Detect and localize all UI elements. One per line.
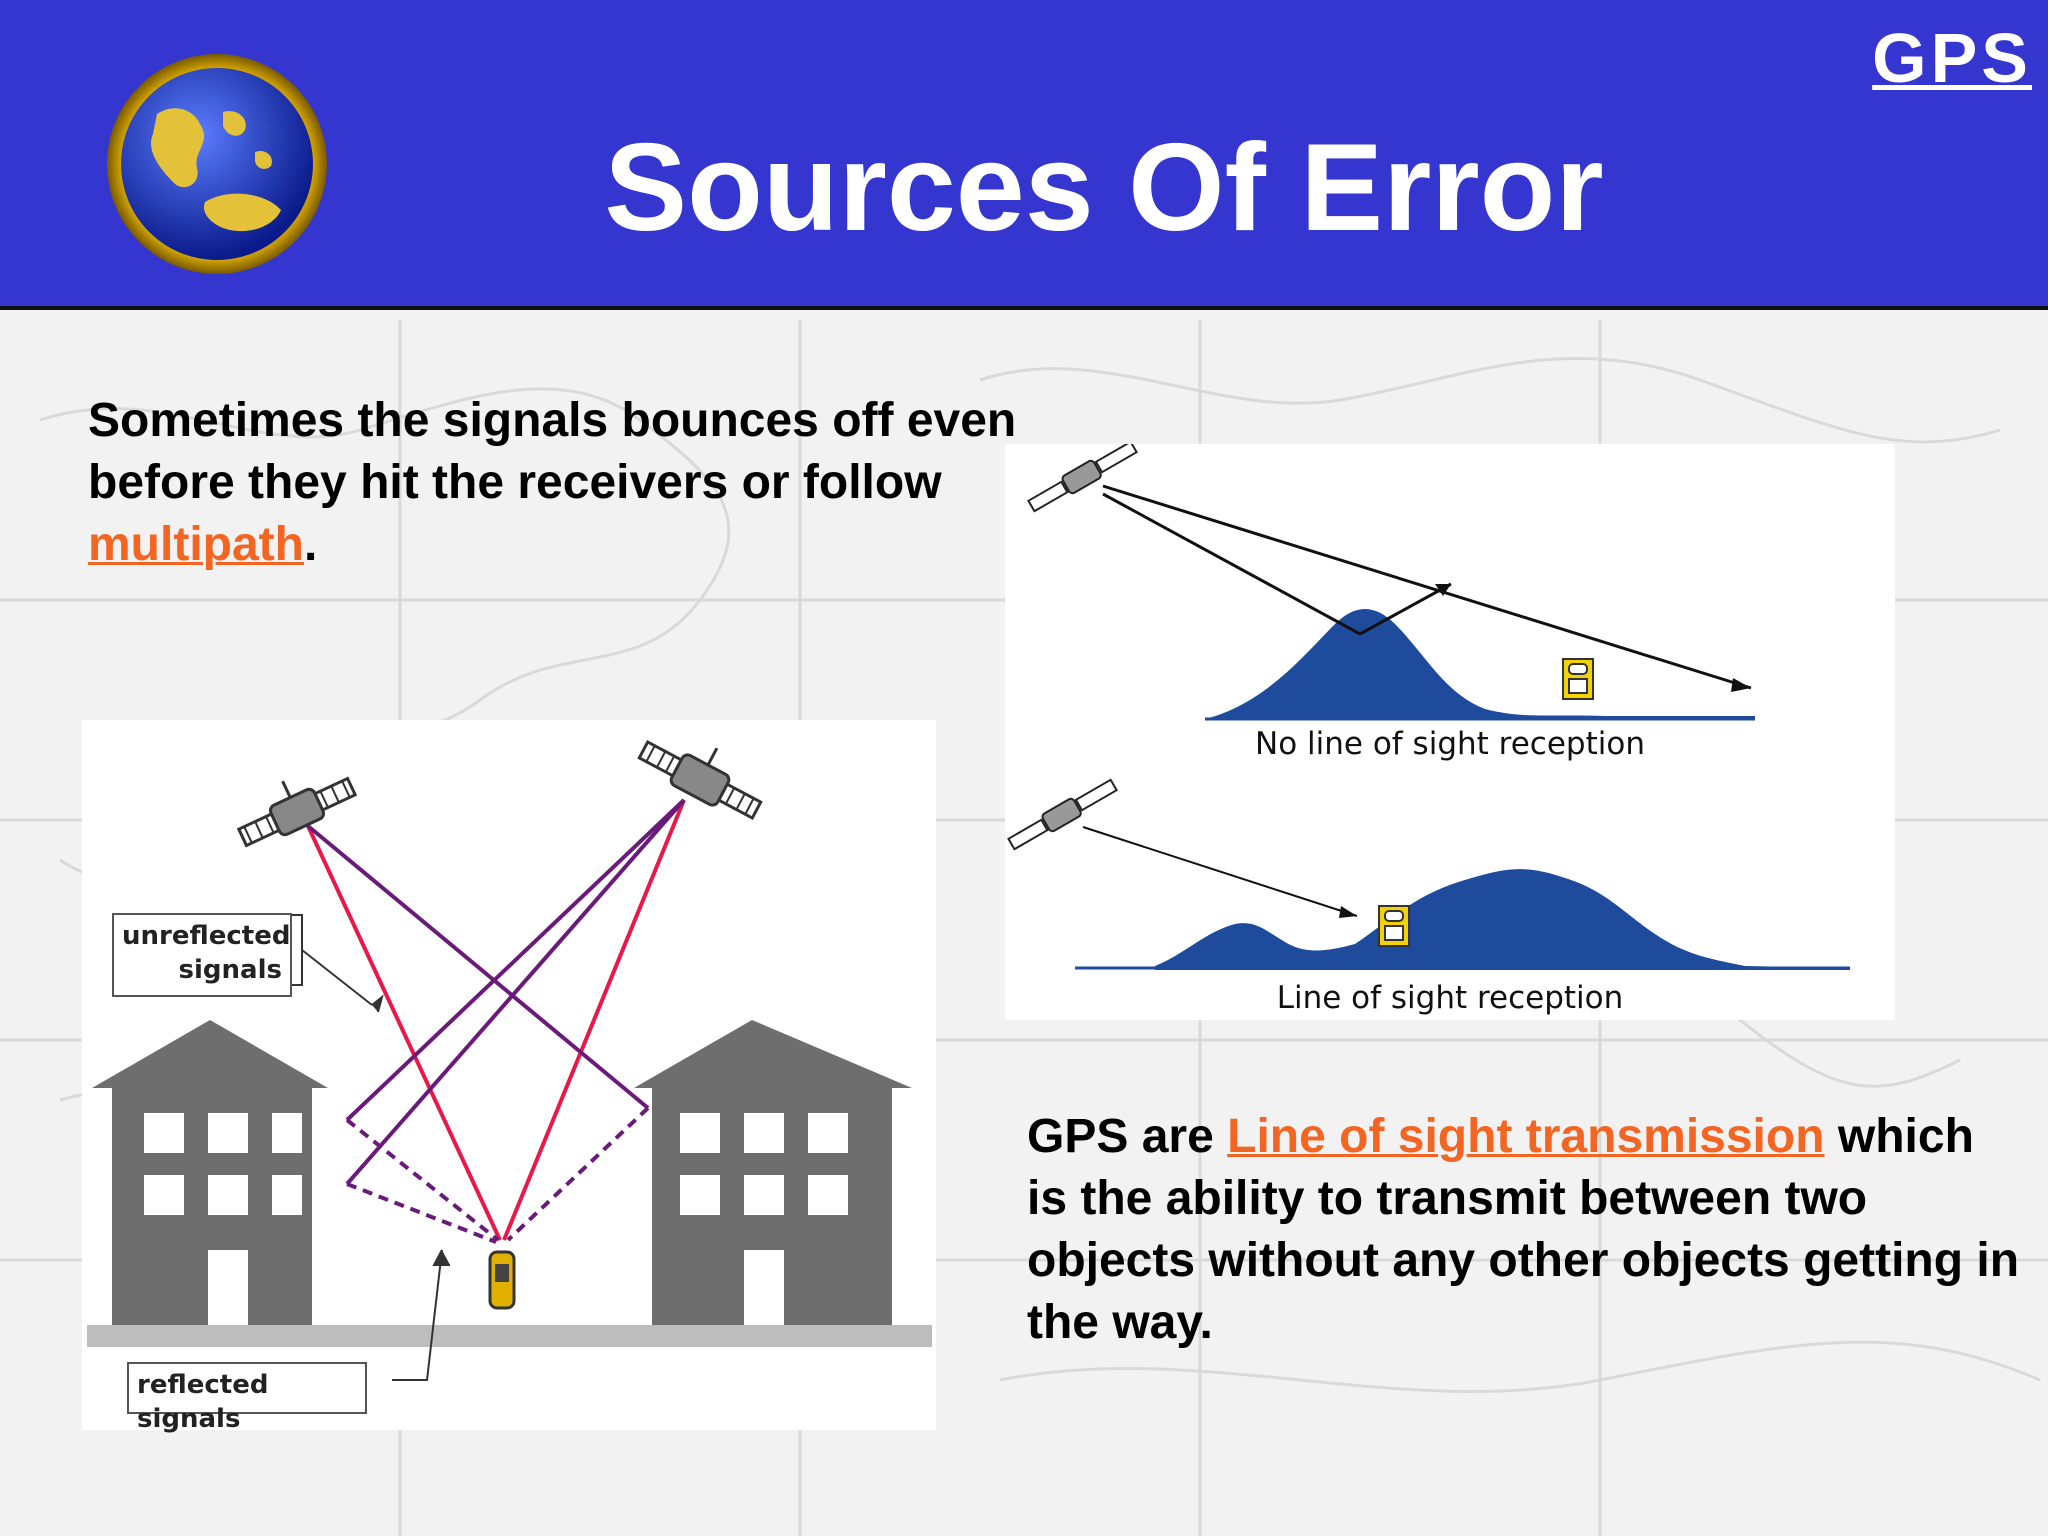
label-reflected-signals: reflected signals (127, 1362, 367, 1434)
definition-text: which is the ability to transmit between… (1027, 1110, 2020, 1349)
line-of-sight-link[interactable]: Line of sight transmission (1227, 1110, 1825, 1163)
blocked-signal (1102, 484, 1752, 690)
intro-paragraph: Sometimes the signals bounces off even b… (88, 390, 1018, 576)
satellite-icon (1007, 778, 1118, 851)
brand-label: GPS (1872, 19, 2032, 97)
slide-title: Sources Of Error (604, 119, 1604, 257)
intro-text: Sometimes the signals bounces off even b… (88, 394, 1017, 509)
hill-bottom (1155, 869, 1850, 970)
gps-receiver-icon (1378, 905, 1410, 947)
definition-paragraph: GPS are Line of sight transmission which… (1027, 1106, 2027, 1354)
hill-top (1205, 609, 1755, 720)
satellite-icon (236, 776, 358, 848)
line-of-sight-diagram (1007, 440, 1850, 970)
reflected-signals (306, 798, 686, 1244)
line-of-sight-illustration: No line of sight reception Line of sight… (1005, 440, 1895, 1020)
ground (87, 1325, 932, 1347)
title-bar: Sources Of Error GPS (0, 0, 2048, 310)
intro-period: . (303, 518, 318, 571)
globe-logo-icon (107, 54, 327, 274)
satellite-icon (637, 739, 763, 821)
clear-signal (1082, 826, 1358, 917)
caption-no-line-of-sight: No line of sight reception (1255, 726, 1645, 762)
multipath-illustration: unreflected signals reflected signals (82, 720, 936, 1434)
multipath-link[interactable]: multipath (88, 518, 304, 571)
satellite-icon (1027, 440, 1138, 513)
gps-receiver-icon (488, 1250, 516, 1310)
caption-line-of-sight: Line of sight reception (1276, 980, 1624, 1016)
direct-signals (306, 799, 686, 1241)
gps-receiver-icon (1562, 658, 1594, 700)
definition-lead: GPS are (1027, 1110, 1214, 1163)
label-unreflected-signals: unreflected signals (112, 913, 292, 997)
multipath-diagram (87, 739, 932, 1381)
